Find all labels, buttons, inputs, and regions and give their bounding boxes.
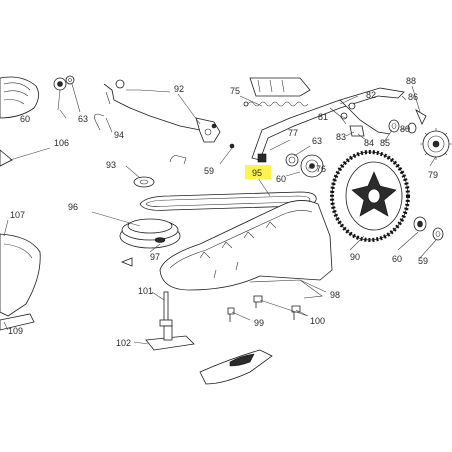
belt-cover-tab <box>120 257 133 267</box>
callout-92: 92 <box>174 84 184 94</box>
callout-109: 109 <box>8 326 23 336</box>
callout-82: 82 <box>366 90 376 100</box>
handle-rod-assembly <box>103 79 235 149</box>
bushing-84-85 <box>388 119 417 134</box>
callout-76: 76 <box>316 164 326 174</box>
callout-94: 94 <box>114 130 124 140</box>
callout-96: 96 <box>68 202 78 212</box>
spring-75 <box>243 101 309 107</box>
belt-cover-97 <box>159 200 333 291</box>
spring-clip-94 <box>94 113 105 131</box>
callout-88: 88 <box>406 76 416 86</box>
rear-wheel-fragment <box>0 76 39 119</box>
side-panel-106 <box>0 149 13 167</box>
lever-arm <box>251 87 405 163</box>
callout-90: 90 <box>350 252 360 262</box>
mower-blade-bottom <box>199 349 273 385</box>
callout-63a: 63 <box>78 114 88 124</box>
screws-99 <box>227 307 235 322</box>
callout-63b: 63 <box>312 136 322 146</box>
bearing-60-right <box>413 216 427 232</box>
blade-adapter-102 <box>145 325 195 351</box>
callout-95: 95 <box>252 168 262 178</box>
lever-88 <box>415 109 427 125</box>
callout-60b: 60 <box>276 174 286 184</box>
callout-59b: 59 <box>418 256 428 266</box>
callout-101: 101 <box>138 286 153 296</box>
leader-lines <box>3 83 437 345</box>
callout-97: 97 <box>150 252 160 262</box>
callout-60a: 60 <box>20 114 30 124</box>
blade-109 <box>0 313 35 331</box>
bearing-60-top-left <box>53 77 67 91</box>
callout-79: 79 <box>428 170 438 180</box>
callout-labels: 60 63 94 92 75 82 86 88 81 83 84 85 80 7… <box>8 76 438 348</box>
callout-102: 102 <box>116 338 131 348</box>
callout-84: 84 <box>364 138 374 148</box>
washer-63-top-left <box>65 75 75 85</box>
washer-93 <box>133 176 155 188</box>
spring-clip-59 <box>169 155 187 165</box>
callout-98: 98 <box>330 290 340 300</box>
callout-86: 86 <box>408 92 418 102</box>
wheel-90 <box>330 150 410 242</box>
bolt-101 <box>159 291 173 327</box>
callout-75: 75 <box>230 86 240 96</box>
drive-belt-95 <box>139 191 317 211</box>
bracket-98 <box>249 279 323 299</box>
washer-59-right <box>432 227 444 241</box>
wheel-hub-76 <box>300 154 324 178</box>
callout-80: 80 <box>400 124 410 134</box>
callout-93: 93 <box>106 160 116 170</box>
callout-95-highlight <box>245 165 271 179</box>
callout-77: 77 <box>288 128 298 138</box>
callout-106: 106 <box>54 138 69 148</box>
engine-mount-top <box>249 77 311 97</box>
callout-83: 83 <box>336 132 346 142</box>
shaft-axle <box>329 99 391 137</box>
callout-60c: 60 <box>392 254 402 264</box>
callout-100: 100 <box>310 316 325 326</box>
callout-59a: 59 <box>204 166 214 176</box>
washer-63 <box>285 153 299 167</box>
callout-99: 99 <box>254 318 264 328</box>
pulley-96 <box>119 218 181 249</box>
callout-81: 81 <box>318 112 328 122</box>
deck-housing-107 <box>0 233 41 317</box>
callout-85: 85 <box>380 138 390 148</box>
gear-79 <box>420 128 452 160</box>
callout-107: 107 <box>10 210 25 220</box>
screws-100 <box>253 295 301 320</box>
